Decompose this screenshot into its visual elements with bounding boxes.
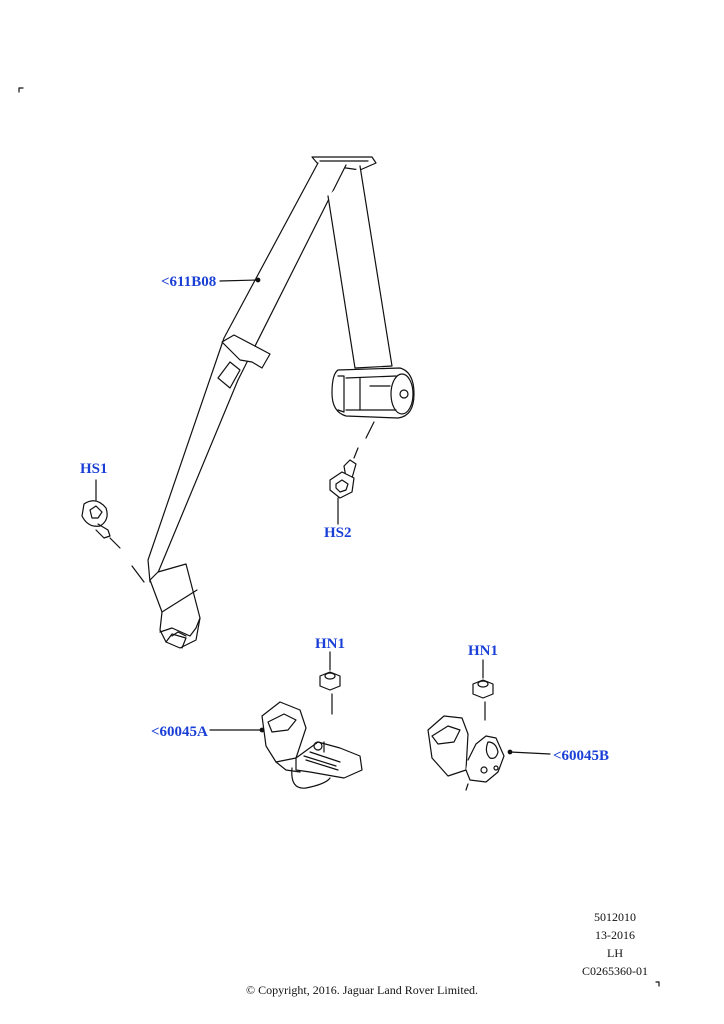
- seat-belt-webbing[interactable]: [148, 157, 392, 648]
- leader-line: [509, 751, 551, 755]
- bolt-hs1[interactable]: [82, 501, 110, 538]
- callout-611b08[interactable]: <611B08: [161, 274, 217, 290]
- leader-line: [219, 279, 259, 282]
- callout-60045b[interactable]: <60045B: [553, 748, 610, 764]
- reference-number: 5012010: [594, 910, 636, 924]
- leader-line: [353, 447, 359, 459]
- illustration-code: C0265360-01: [582, 964, 648, 978]
- buckle-60045a[interactable]: [262, 702, 362, 788]
- callout-hn1-right[interactable]: HN1: [468, 643, 498, 659]
- leader-line: [109, 537, 121, 549]
- leader-dot: [259, 727, 265, 733]
- callout-hn1-left[interactable]: HN1: [315, 636, 345, 652]
- leader-line: [365, 421, 375, 439]
- copyright-notice: © Copyright, 2016. Jaguar Land Rover Lim…: [245, 983, 479, 997]
- leader-line: [131, 565, 145, 583]
- reference-date: 13-2016: [595, 928, 635, 942]
- corner-mark: [655, 981, 660, 987]
- nut-hn1-right[interactable]: [473, 680, 493, 698]
- belt-retractor[interactable]: [332, 368, 414, 418]
- corner-mark: [18, 87, 24, 93]
- bolt-hs2[interactable]: [330, 460, 356, 498]
- callout-60045a[interactable]: <60045A: [151, 724, 208, 740]
- callout-hs2[interactable]: HS2: [324, 525, 352, 541]
- leader-dot: [507, 749, 513, 755]
- nut-hn1-left[interactable]: [320, 672, 340, 690]
- reference-side: LH: [607, 946, 623, 960]
- leader-dot: [255, 277, 261, 283]
- callout-hs1[interactable]: HS1: [80, 461, 108, 477]
- buckle-60045b[interactable]: [428, 716, 504, 790]
